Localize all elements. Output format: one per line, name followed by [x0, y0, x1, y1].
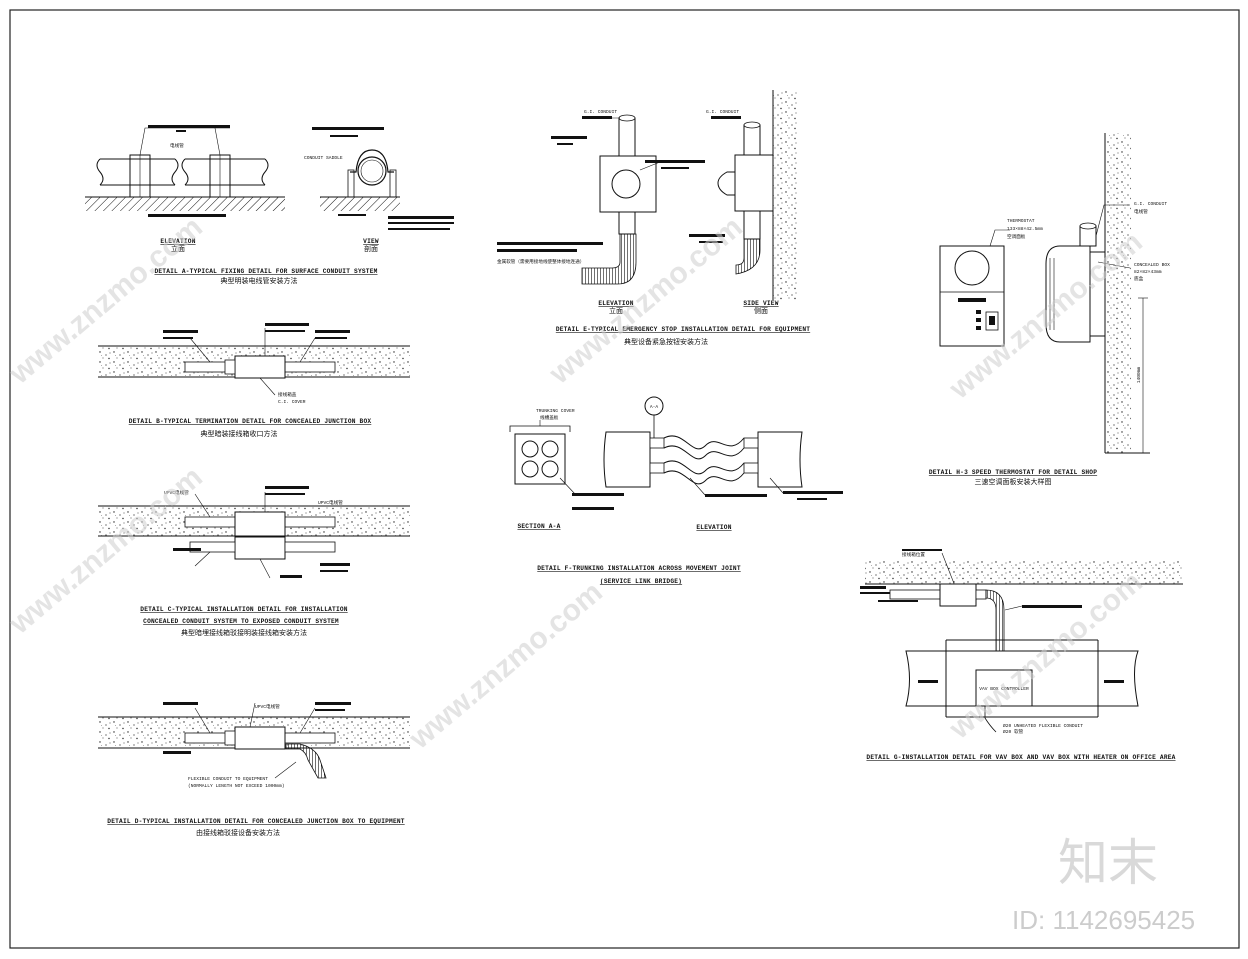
detail-h: THERMOSTAT 133×88×42.5mm 空调面板 G.I. CONDU… — [929, 133, 1170, 487]
detail-g-controller — [975, 669, 1033, 707]
detail-b-junction-box — [234, 355, 286, 379]
detail-g-box-label: VAV BOX CONTROLLER — [979, 686, 1029, 692]
watermark-4: www.znzmo.com — [403, 575, 609, 756]
detail-a-view2-label-cn: 剖面 — [364, 244, 378, 254]
detail-h-box-l2: 82×82×43mm — [1134, 269, 1162, 275]
detail-f-flex-link-lower — [663, 460, 745, 485]
detail-a-floor — [85, 197, 285, 211]
detail-a-note-pipe: 电线管 — [170, 142, 184, 149]
detail-d-caption: DETAIL D-TYPICAL INSTALLATION DETAIL FOR… — [107, 818, 404, 825]
detail-d-note-flex1: FLEXIBLE CONDUIT TO EQUIPMENT — [188, 776, 268, 782]
detail-h-box-l3: 底盒 — [1134, 275, 1144, 282]
detail-c-caption-line1: DETAIL C-TYPICAL INSTALLATION DETAIL FOR… — [140, 606, 347, 613]
detail-h-thermostat-side — [1045, 245, 1091, 343]
detail-h-wall — [1105, 133, 1131, 453]
detail-f-elevation-label: ELEVATION — [696, 524, 731, 531]
detail-h-caption-cn: 三速空调面板安装大样图 — [975, 477, 1052, 487]
detail-f-section-label: SECTION A-A — [517, 523, 560, 530]
detail-h-conduit-l1: G.I. CONDUIT — [1134, 201, 1167, 207]
detail-c-note-left: UPVC电线管 — [164, 489, 189, 496]
detail-g-caption: DETAIL G-INSTALLATION DETAIL FOR VAV BOX… — [866, 754, 1175, 761]
detail-e-stop-button — [611, 169, 641, 199]
detail-e-note-conduit2: G.I. CONDUIT — [706, 109, 739, 115]
detail-g-note-flex-cn: Ø20 软管 — [1003, 728, 1024, 735]
detail-f-wall-right — [757, 431, 803, 488]
detail-h-thermostat — [939, 245, 1005, 347]
detail-b-caption: DETAIL B-TYPICAL TERMINATION DETAIL FOR … — [129, 418, 372, 425]
detail-e-side-box — [734, 154, 774, 212]
detail-f-wall-left — [603, 431, 651, 488]
detail-g-slab — [865, 560, 1183, 584]
detail-h-thermostat-l2: 133×88×42.5mm — [1007, 226, 1043, 232]
detail-h-thermostat-l1: THERMOSTAT — [1007, 218, 1035, 224]
detail-a-pipe-right — [181, 158, 269, 186]
detail-a-pipe-left — [96, 158, 179, 186]
detail-e-view1-label-cn: 立面 — [609, 306, 623, 316]
detail-e-caption-cn: 典型设备紧急按钮安装方法 — [624, 337, 708, 347]
detail-d: UPVC电线管 FLEXIBLE CONDUIT TO EQUIPMENT (N… — [98, 702, 410, 838]
detail-e-flex-conduit — [581, 233, 637, 285]
detail-h-caption: DETAIL H-3 SPEED THERMOSTAT FOR DETAIL S… — [929, 469, 1097, 476]
detail-e-note-conduit1: G.I. CONDUIT — [584, 109, 617, 115]
detail-h-box-l1: CONCEALED BOX — [1134, 262, 1170, 268]
detail-f-section-mark-text: A-A — [650, 404, 659, 410]
detail-c-box-upper — [234, 511, 286, 537]
detail-f-trunking-section — [514, 433, 566, 485]
detail-d-caption-cn: 由接线箱驳接设备安装方法 — [196, 828, 280, 838]
watermark-2: www.znzmo.com — [543, 210, 749, 391]
detail-d-note-top: UPVC电线管 — [255, 703, 280, 710]
detail-h-height: 1400mm — [1136, 366, 1142, 383]
detail-e-view2-label-cn: 侧面 — [754, 306, 768, 316]
detail-c-caption-line2: CONCEALED CONDUIT SYSTEM TO EXPOSED COND… — [143, 618, 339, 625]
sheet-border — [9, 9, 1240, 949]
detail-f: TRUNKING COVER 线槽盖板 SECTION A-A A-A ELEV… — [509, 396, 843, 585]
detail-d-junction-box — [234, 726, 286, 750]
detail-c-note-right: UPVC电线管 — [318, 499, 343, 506]
detail-g-note-flex: Ø20 UNHEATED FLEXIBLE CONDUIT — [1003, 722, 1083, 729]
detail-e-stop-box — [599, 155, 657, 213]
detail-b-caption-cn: 典型暗装接线箱收口方法 — [201, 429, 278, 439]
detail-a-view1-label: ELEVATION — [160, 238, 195, 245]
detail-b-note1: 接线箱盖 — [278, 391, 297, 398]
detail-a-view1-label-cn: 立面 — [171, 244, 185, 254]
detail-e-side-button — [717, 171, 736, 196]
detail-b: 接线箱盖 C.I. COVER DETAIL B-TYPICAL TERMINA… — [98, 323, 410, 439]
detail-f-flex-link-upper — [663, 435, 745, 460]
detail-e-caption: DETAIL E-TYPICAL EMERGENCY STOP INSTALLA… — [556, 326, 810, 333]
detail-f-caption-line2: (SERVICE LINK BRIDGE) — [600, 578, 682, 585]
detail-a-section-floor — [320, 197, 400, 211]
detail-h-thermostat-dial — [954, 250, 990, 286]
detail-e: G.I. CONDUIT 金属软管（需要用接地线使整体接地连通） ELEVATI… — [497, 90, 810, 347]
detail-c: UPVC电线管 UPVC电线管 DETAIL C-TYPICAL INSTALL… — [98, 486, 410, 638]
detail-a: 电线管 CONDUIT SADDLE ELEVATION 立面 VIEW 剖面 … — [85, 125, 454, 286]
detail-a-section-pipe — [357, 156, 387, 186]
detail-e-note-flex: 金属软管（需要用接地线使整体接地连通） — [497, 258, 584, 265]
detail-b-note2: C.I. COVER — [278, 399, 306, 405]
detail-d-flex-conduit — [285, 743, 327, 779]
detail-e-wall — [773, 90, 798, 300]
detail-g: 接线箱位置 VAV BOX CONTROLLER Ø20 UNHEATED FL… — [860, 549, 1183, 761]
detail-c-caption-cn: 典型暗埋接线箱驳接明装接线箱安装方法 — [181, 628, 307, 638]
detail-g-junction-box — [939, 583, 977, 607]
detail-e-view1-label: ELEVATION — [598, 300, 633, 307]
watermark-id: ID: 1142695425 — [1012, 905, 1195, 935]
detail-c-box-lower — [234, 536, 286, 560]
detail-f-caption-line1: DETAIL F-TRUNKING INSTALLATION ACROSS MO… — [537, 565, 741, 572]
detail-a-view2-label: VIEW — [363, 238, 379, 245]
detail-d-note-flex2: (NORMALLY LENGTH NOT EXCEED 1000mm) — [188, 783, 285, 789]
detail-h-thermostat-l3: 空调面板 — [1007, 233, 1026, 240]
detail-a-note-saddle: CONDUIT SADDLE — [304, 155, 343, 161]
detail-a-caption: DETAIL A-TYPICAL FIXING DETAIL FOR SURFA… — [154, 268, 377, 275]
detail-e-view2-label: SIDE VIEW — [743, 300, 778, 307]
detail-f-note-cover2: 线槽盖板 — [540, 414, 559, 421]
detail-e-conduit-top — [618, 117, 636, 157]
detail-a-caption-cn: 典型明装电线管安装方法 — [221, 276, 298, 286]
detail-h-conduit-l2: 电线管 — [1134, 208, 1148, 215]
detail-g-note-top: 接线箱位置 — [902, 551, 925, 558]
detail-f-note-cover1: TRUNKING COVER — [536, 408, 575, 414]
watermark-logo: 知末 — [1058, 834, 1158, 892]
